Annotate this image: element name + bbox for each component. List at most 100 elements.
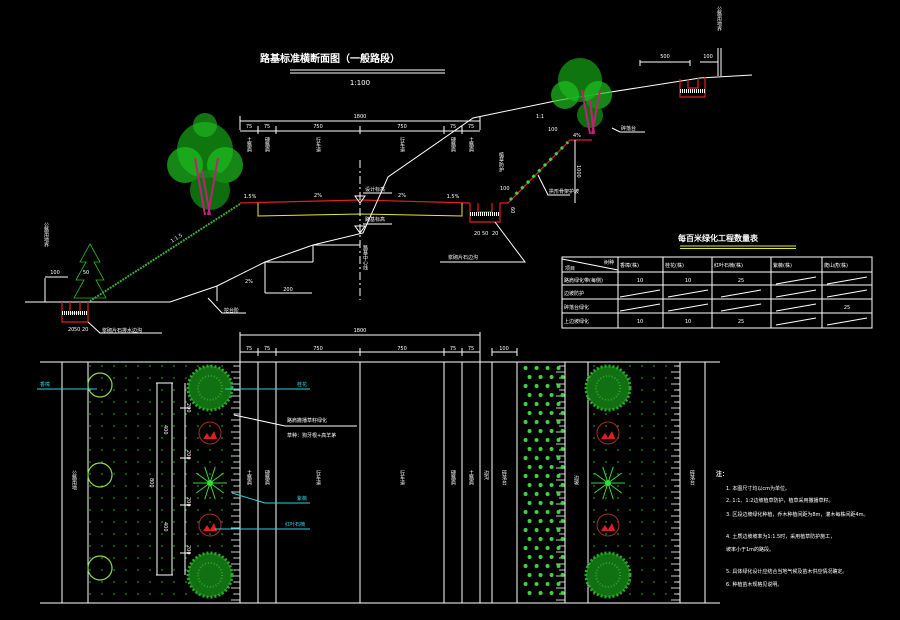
- dense-tree-icon: [584, 551, 632, 599]
- leader-label: 香樟: [40, 381, 50, 388]
- lane-label: 土路肩: [468, 136, 474, 153]
- shrub-icon: [198, 513, 222, 537]
- empty-cell-slash: [619, 289, 661, 298]
- vine-leaf-icon: [560, 483, 565, 487]
- vine-leaf-icon: [549, 465, 554, 469]
- note-item: 6. 种植苗木规格见说明。: [726, 581, 782, 588]
- dim-seg: 75: [450, 124, 456, 130]
- note-item: 3. 区段边坡绿化种植，乔木种植间距为8m，灌木每株间距4m。: [726, 511, 868, 518]
- empty-cell-slash: [775, 303, 817, 312]
- platform-width: 100: [548, 127, 558, 133]
- ditch-dim: 20: [68, 327, 74, 333]
- vine-leaf-icon: [549, 591, 554, 595]
- top-ditch: [679, 77, 706, 98]
- tree-symbol-icon: [87, 555, 113, 581]
- elevation-marker-icon: [354, 225, 366, 234]
- table-row-label: 边坡防护: [564, 290, 584, 297]
- vine-leaf-icon: [549, 501, 554, 505]
- top-dim: 500: [660, 54, 670, 60]
- vine-leaf-icon: [545, 492, 550, 496]
- vine-leaf-icon: [549, 483, 554, 487]
- table-cell: 10: [685, 319, 691, 325]
- left-ditch-label: 浆砌片石排水边沟: [102, 327, 142, 334]
- empty-cell-slash: [720, 289, 762, 298]
- empty-cell-slash: [775, 317, 817, 326]
- leader-label: 红叶石楠: [285, 521, 305, 528]
- plant-symbols: [87, 364, 632, 599]
- vine-leaf-icon: [538, 573, 543, 577]
- vine-leaf-icon: [534, 384, 539, 388]
- plan-label: 土路肩: [468, 469, 474, 486]
- vine-leaf-icon: [556, 510, 561, 514]
- grass-note: 草种：狗牙根+高羊茅: [287, 432, 336, 439]
- ditch-depth: 60: [509, 207, 515, 213]
- bench-label: 挖台阶: [224, 307, 239, 314]
- table-header: 香樟(株): [620, 262, 639, 269]
- table-cell: 10: [637, 278, 643, 284]
- vine-leaf-icon: [527, 591, 532, 595]
- vine-leaf-icon: [545, 510, 550, 514]
- vine-leaf-icon: [549, 393, 554, 397]
- vine-leaf-icon: [527, 573, 532, 577]
- vine-leaf-icon: [549, 537, 554, 541]
- vine-leaf-icon: [538, 393, 543, 397]
- vine-leaf-icon: [523, 384, 528, 388]
- vine-leaf-icon: [545, 366, 550, 370]
- road-surface: [239, 199, 471, 204]
- vine-leaf-icon: [545, 456, 550, 460]
- vine-leaf-icon: [549, 411, 554, 415]
- notes-heading: 注：: [716, 470, 728, 478]
- ground-line: [25, 74, 753, 303]
- dim-seg: 75: [264, 124, 270, 130]
- tree-icon: [551, 58, 612, 135]
- note-item: 2. 1:1、1:2边坡植草防护，植草采用撒播草籽。: [726, 497, 833, 504]
- vine-leaf-icon: [556, 420, 561, 424]
- note-item: 坡率小于1m的路段。: [726, 546, 774, 553]
- crossfall: 2%: [398, 193, 406, 199]
- lane-label: 硬路肩: [264, 137, 270, 153]
- platform-slope: 4%: [573, 133, 581, 139]
- left-boundary-label: 公路用地界: [43, 222, 49, 248]
- leader-label: 紫薇: [297, 495, 307, 502]
- bench-width: 200: [283, 287, 293, 293]
- table-header: 紫薇(株): [773, 262, 792, 269]
- vine-leaf-icon: [534, 510, 539, 514]
- vine-leaf-icon: [560, 573, 565, 577]
- right-ditch-and-cut-slope: [469, 139, 592, 223]
- vine-leaf-icon: [538, 501, 543, 505]
- tree-symbol-icon: [87, 462, 113, 488]
- tree-icon: [167, 113, 243, 216]
- spacing-dim: 400: [162, 522, 168, 532]
- vine-leaf-icon: [545, 402, 550, 406]
- vine-leaf-icon: [534, 474, 539, 478]
- dense-tree-icon: [584, 364, 632, 412]
- vine-leaf-icon: [527, 411, 532, 415]
- vine-leaf-icon: [545, 582, 550, 586]
- vine-leaf-icon: [556, 384, 561, 388]
- plan-view: 1800 75 75 750 750 75 75 100 公路用地 土路肩 硬路…: [37, 328, 720, 604]
- dim-seg: 75: [246, 346, 252, 352]
- table-title: 每百米绿化工程数量表: [678, 233, 759, 243]
- dim-total: 1800: [354, 114, 367, 120]
- vine-leaf-icon: [534, 438, 539, 442]
- vine-leaf-icon: [545, 528, 550, 532]
- crossfall: 2%: [314, 193, 322, 199]
- table-row-label: 碎落台绿化: [564, 304, 589, 311]
- subgrade-elevation-label: 路基标高: [365, 216, 385, 223]
- crossfall: 1.5%: [447, 194, 460, 200]
- vine-leaf-icon: [556, 366, 561, 370]
- centerline-label: 路基中心线: [362, 244, 368, 270]
- shrub-icon: [198, 421, 222, 445]
- table-cell: 10: [685, 278, 691, 284]
- empty-cell-slash: [720, 303, 762, 312]
- vine-leaf-icon: [523, 438, 528, 442]
- vine-leaf-icon: [527, 519, 532, 523]
- vine-leaf-icon: [560, 411, 565, 415]
- vine-leaf-icon: [523, 582, 528, 586]
- vine-leaf-icon: [534, 564, 539, 568]
- table-header: 桂花(株): [665, 262, 684, 269]
- dim-seg: 75: [246, 124, 252, 130]
- section-title: 路基标准横断面图（一般路段）: [260, 52, 400, 65]
- vine-leaf-icon: [549, 375, 554, 379]
